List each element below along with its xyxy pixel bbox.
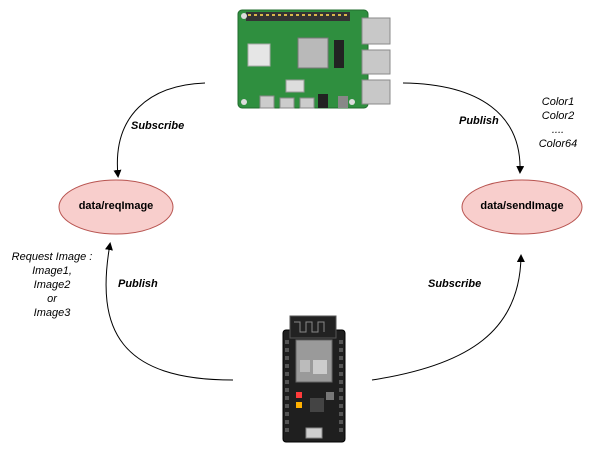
- request-note: Request Image : Image1, Image2 or Image3: [2, 250, 102, 320]
- colors-note-line: ....: [551, 124, 565, 136]
- topic-sendimage-label: data/sendImage: [480, 200, 564, 212]
- arrow-esp-subscribe: [371, 254, 525, 381]
- label-esp-publish: Publish: [118, 278, 158, 290]
- label-rpi-publish: Publish: [459, 115, 499, 127]
- request-note-line: Image2: [33, 279, 71, 291]
- arrow-rpi-subscribe: [113, 82, 206, 178]
- esp32-devkit-board: [282, 315, 346, 443]
- request-note-line: Request Image :: [11, 251, 93, 263]
- arrow-esp-publish: [105, 242, 234, 381]
- request-note-line: Image3: [33, 307, 71, 319]
- colors-note-line: Color64: [538, 138, 578, 150]
- label-rpi-subscribe: Subscribe: [131, 120, 185, 132]
- arrow-rpi-publish: [402, 82, 525, 174]
- request-note-line: Image1,: [32, 265, 72, 277]
- topic-sendimage-ellipse: [461, 179, 583, 235]
- colors-note-line: Color2: [541, 110, 575, 122]
- topic-reqimage-label: data/reqImage: [78, 200, 154, 212]
- label-esp-subscribe: Subscribe: [428, 278, 482, 290]
- request-note-line: or: [47, 293, 57, 305]
- topic-reqimage-ellipse: [58, 179, 174, 235]
- colors-note: Color1 Color2 .... Color64: [528, 95, 588, 151]
- colors-note-line: Color1: [541, 96, 575, 108]
- raspberry-pi-board: [237, 9, 391, 109]
